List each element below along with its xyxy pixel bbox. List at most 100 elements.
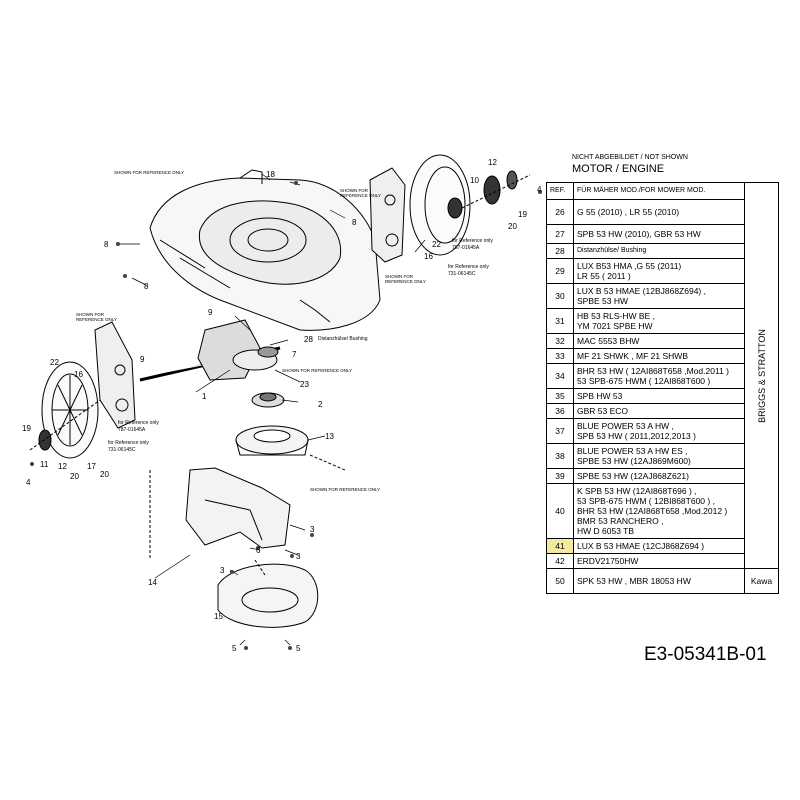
note-for-ref-731-left: for Reference only 731-06145C	[108, 440, 149, 453]
transmission	[197, 319, 279, 381]
row-ref: 38	[546, 443, 574, 469]
callout-22a: 22	[432, 240, 441, 249]
callout-5a: 5	[232, 644, 237, 653]
callout-3b: 3	[296, 552, 301, 561]
discharge-cover	[217, 563, 319, 628]
callout-1: 1	[202, 392, 207, 401]
note-for-ref-787-right: for Reference only 787-01645A	[452, 238, 493, 251]
row-ref: 39	[546, 468, 574, 484]
leader-lines	[120, 173, 426, 646]
callout-19a: 19	[518, 210, 527, 219]
row-ref: 42	[546, 553, 574, 569]
not-shown-caption: NICHT ABGEBILDET / NOT SHOWN	[572, 154, 688, 161]
row-desc: K SPB 53 HW (12AI868T696 ) , 53 SPB-675 …	[573, 483, 745, 539]
row-ref: 28	[546, 243, 574, 259]
row-desc: HB 53 RLS-HW BE , YM 7021 SPBE HW	[573, 308, 745, 334]
note-for-ref-787-left: for Reference only 787-01645A	[118, 420, 159, 433]
row-ref: 37	[546, 418, 574, 444]
callout-3c: 3	[220, 566, 225, 575]
row-desc: GBR 53 ECO	[573, 403, 745, 419]
row-desc: Distanzhülse/ Bushing	[573, 243, 745, 259]
callout-7: 7	[292, 350, 297, 359]
row-desc: SPB 53 HW (2010), GBR 53 HW	[573, 224, 745, 244]
callout-28: 28	[304, 335, 313, 344]
brand-kawa: Kawa	[744, 568, 779, 594]
callout-17: 17	[87, 462, 96, 471]
row-ref: 30	[546, 283, 574, 309]
note-for-ref-731-right: for Reference only 731-06145C	[448, 264, 489, 277]
row-ref: 36	[546, 403, 574, 419]
table-title: MOTOR / ENGINE	[572, 163, 665, 175]
callout-2: 2	[318, 400, 323, 409]
callout-16a: 16	[424, 252, 433, 261]
note-shown-ref-1: SHOWN FOR REFERENCE ONLY	[114, 170, 185, 175]
callout-8b: 8	[144, 282, 149, 291]
bolts	[30, 181, 542, 650]
row-ref: 32	[546, 333, 574, 349]
mulch-plug	[185, 467, 291, 549]
callout-8c: 8	[352, 218, 357, 227]
note-shown-ref-2: SHOWN FOR REFERENCE ONLY	[340, 188, 381, 198]
callout-19b: 19	[22, 424, 31, 433]
row-desc: LUX B 53 HMAE (12BJ868Z694) , SPBE 53 HW	[573, 283, 745, 309]
callout-4a: 4	[26, 478, 31, 487]
brand-column: BRIGGS & STRATTON	[744, 182, 779, 569]
callout-12b: 12	[58, 462, 67, 471]
row-ref-highlighted: 41	[546, 538, 574, 554]
rear-bracket-left	[94, 321, 136, 429]
callout-14: 14	[148, 578, 157, 587]
callout-16b: 16	[74, 370, 83, 379]
callout-8a: 8	[104, 240, 109, 249]
row-desc: SPK 53 HW , MBR 18053 HW	[573, 568, 745, 594]
table-header-row: REF. FÜR MÄHER MOD./FOR MOWER MOD. BRIGG…	[546, 182, 779, 569]
rear-wheel-right	[409, 154, 531, 256]
blade-adapter	[251, 392, 285, 408]
row-desc: G 55 (2010) , LR 55 (2010)	[573, 199, 745, 225]
col-desc-header: FÜR MÄHER MOD./FOR MOWER MOD.	[573, 182, 745, 200]
assembly-outline	[149, 454, 346, 576]
row-desc: SPB HW 53	[573, 388, 745, 404]
row-ref: 35	[546, 388, 574, 404]
note-shown-ref-4: SHOWN FOR REFERENCE ONLY	[76, 312, 117, 322]
row-ref: 40	[546, 483, 574, 539]
row-ref: 26	[546, 199, 574, 225]
row-desc: LUX B53 HMA ,G 55 (2011) LR 55 ( 2011 )	[573, 258, 745, 284]
callout-22b: 22	[50, 358, 59, 367]
callout-10: 10	[470, 176, 479, 185]
callout-20a: 20	[508, 222, 517, 231]
callout-9a: 9	[140, 355, 145, 364]
row-ref: 50	[546, 568, 574, 594]
rear-wheel-left	[29, 361, 101, 459]
note-shown-ref-5: SHOWN FOR REFERENCE ONLY	[282, 368, 353, 373]
callout-11: 11	[40, 460, 49, 469]
row-ref: 29	[546, 258, 574, 284]
callout-15: 15	[214, 612, 223, 621]
callout-20b: 20	[70, 472, 79, 481]
callout-20c: 20	[100, 470, 109, 479]
row-desc: BHR 53 HW ( 12AI868T658 ,Mod.2011 ) 53 S…	[573, 363, 745, 389]
row-desc: MAC 5553 BHW	[573, 333, 745, 349]
row-ref: 33	[546, 348, 574, 364]
callout-18: 18	[266, 170, 275, 179]
callout-5b: 5	[296, 644, 301, 653]
col-ref-header: REF.	[546, 182, 574, 200]
engine-model-table: REF. FÜR MÄHER MOD./FOR MOWER MOD. BRIGG…	[546, 182, 779, 594]
row-desc: SPBE 53 HW (12AJ868Z621)	[573, 468, 745, 484]
callout-23: 23	[300, 380, 309, 389]
row-desc: BLUE POWER 53 A HW ES , SPBE 53 HW (12AJ…	[573, 443, 745, 469]
callout-4b: 4	[537, 185, 542, 194]
row-ref: 34	[546, 363, 574, 389]
document-code: E3-05341B-01	[644, 644, 767, 665]
